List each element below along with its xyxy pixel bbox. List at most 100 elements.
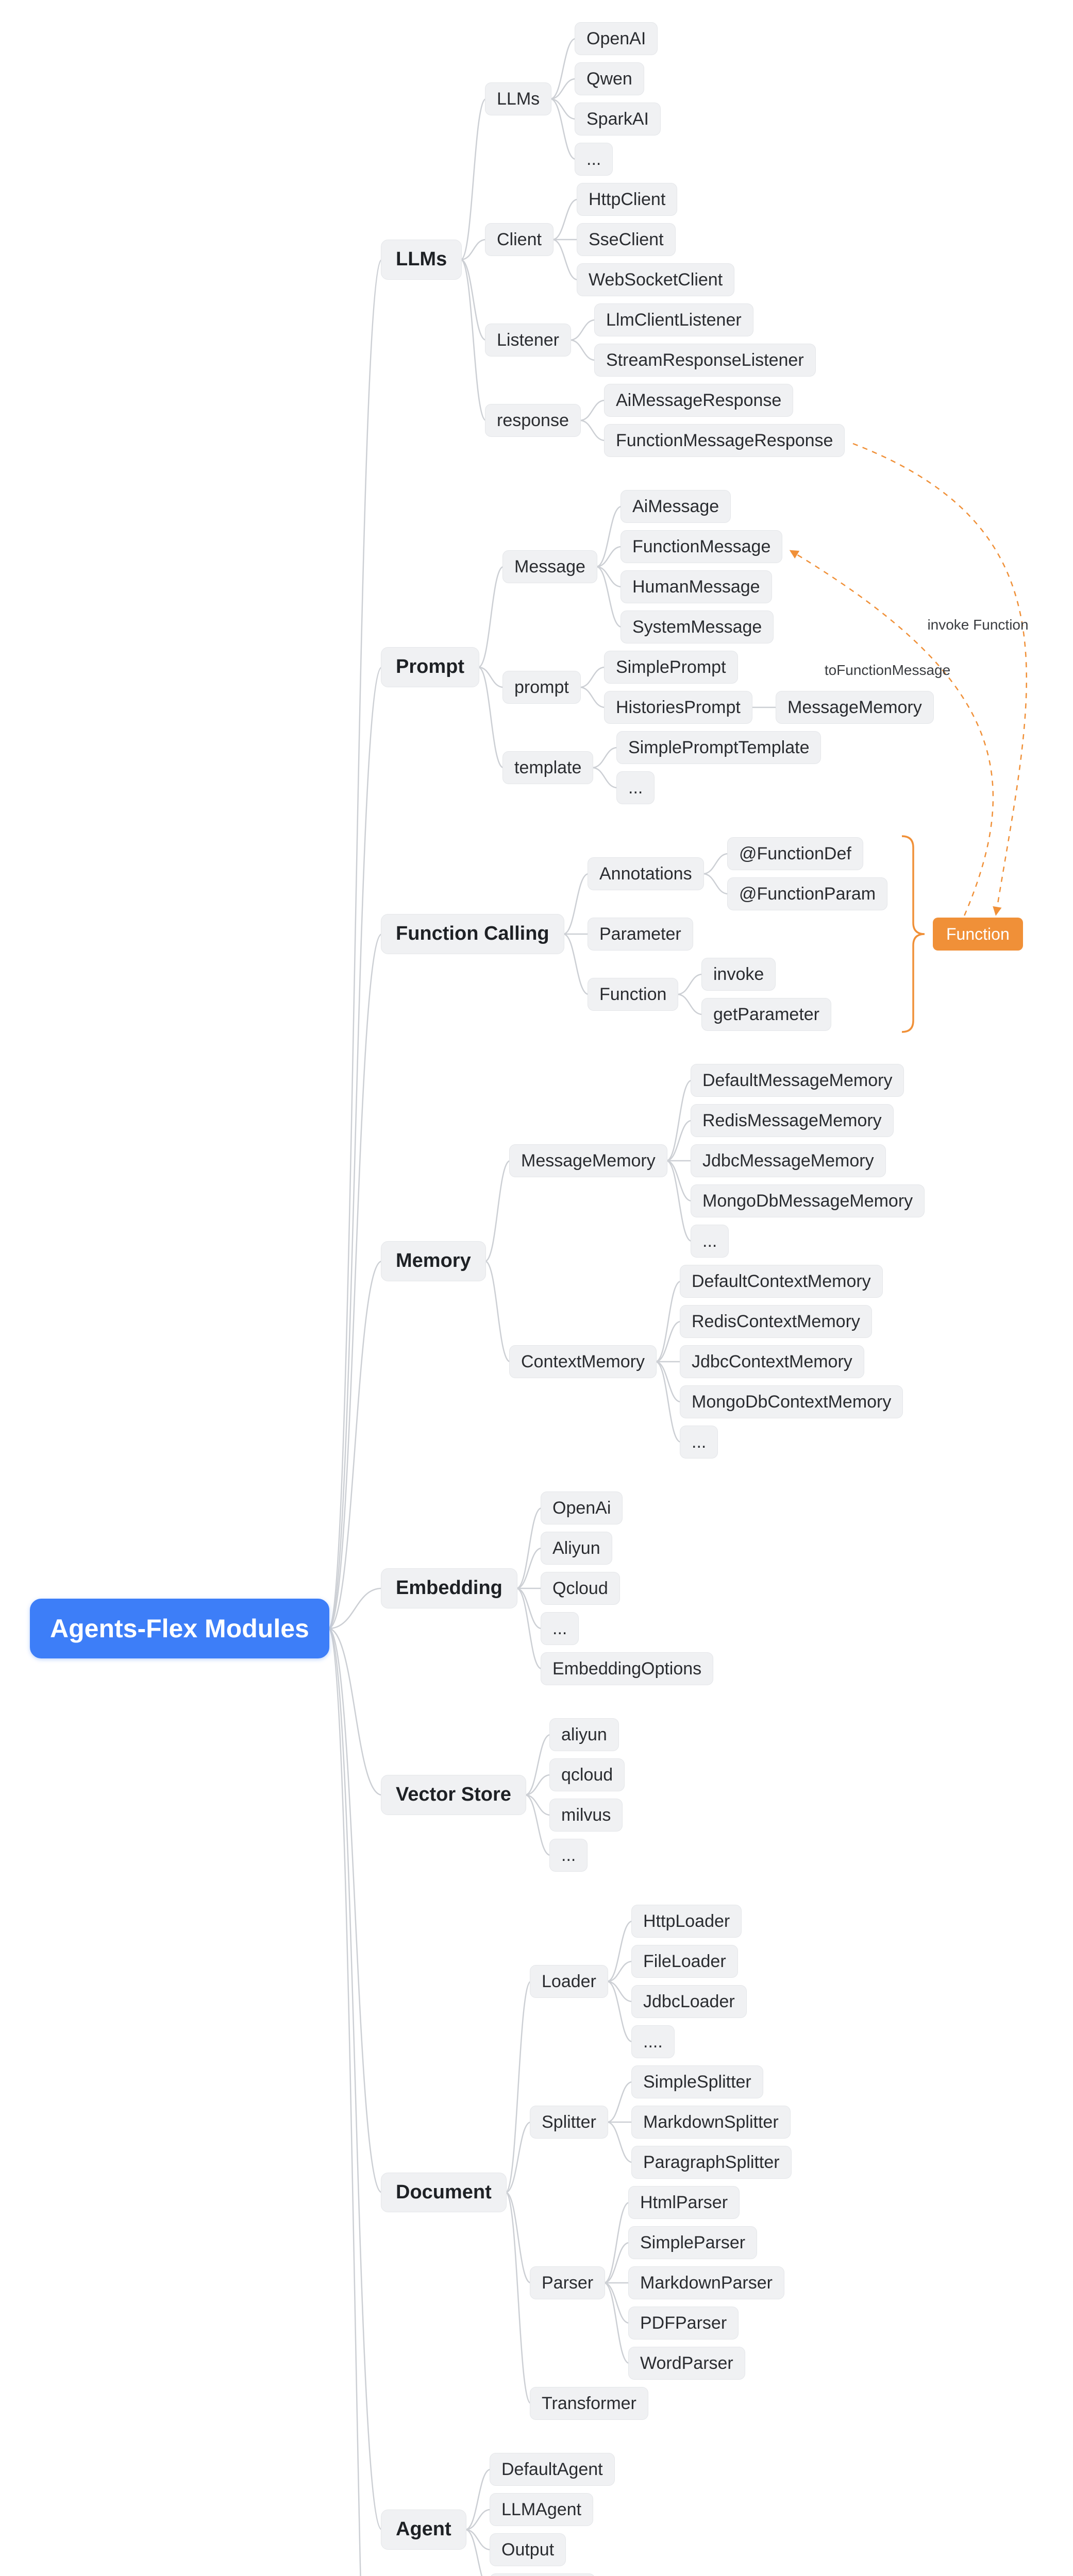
node-getparameter[interactable]: getParameter [701, 997, 831, 1031]
node-streamresponselistener[interactable]: StreamResponseListener [594, 343, 816, 377]
node-listener[interactable]: Listener [485, 323, 571, 357]
node-htmlparser[interactable]: HtmlParser [628, 2185, 740, 2219]
node-functionparam[interactable]: @FunctionParam [727, 877, 888, 910]
node-defaultcontextmemory[interactable]: DefaultContextMemory [680, 1264, 883, 1298]
node-function[interactable]: Function [588, 977, 679, 1011]
node-pdfparser[interactable]: PDFParser [628, 2306, 739, 2340]
node-embedding[interactable]: Embedding [381, 1568, 517, 1608]
node-qcloud[interactable]: qcloud [549, 1758, 625, 1791]
node-contextmemory[interactable]: ContextMemory [509, 1345, 657, 1378]
node-aimessageresponse[interactable]: AiMessageResponse [604, 383, 794, 417]
node-functiondef[interactable]: @FunctionDef [727, 837, 863, 870]
node-wordparser[interactable]: WordParser [628, 2346, 745, 2380]
function-badge-node[interactable]: Function [933, 918, 1023, 951]
tree-edge [552, 239, 578, 281]
node-aliyun[interactable]: aliyun [549, 1718, 619, 1751]
node-message[interactable]: Message [502, 550, 597, 583]
node-annotations[interactable]: Annotations [588, 857, 704, 890]
node-redismessagememory[interactable]: RedisMessageMemory [691, 1104, 894, 1137]
node-response[interactable]: response [485, 403, 581, 437]
node-simpleparser[interactable]: SimpleParser [628, 2226, 758, 2259]
node-embeddingoptions[interactable]: EmbeddingOptions [541, 1652, 714, 1685]
node-ellipsis[interactable]: ... [575, 142, 613, 176]
tree-edge [603, 2242, 630, 2284]
node-aliyun[interactable]: Aliyun [541, 1531, 612, 1565]
node-simpleprompttemplate[interactable]: SimplePromptTemplate [616, 731, 821, 764]
node-simplesplitter[interactable]: SimpleSplitter [631, 2065, 763, 2098]
tree-edge [327, 1628, 361, 2576]
node-markdownparser[interactable]: MarkdownParser [628, 2266, 784, 2299]
node-prompt[interactable]: Prompt [381, 647, 479, 687]
tree-edge [484, 1260, 511, 1363]
node-httpclient[interactable]: HttpClient [577, 182, 678, 216]
tree-edge [596, 546, 622, 568]
node-defaultagent[interactable]: DefaultAgent [490, 2452, 615, 2486]
tree-edge [550, 98, 576, 120]
node-sparkai[interactable]: SparkAI [575, 102, 661, 135]
node-mongodbcontextmemory[interactable]: MongoDbContextMemory [680, 1385, 903, 1418]
node-llms[interactable]: LLMs [381, 240, 462, 280]
node-vector-store[interactable]: Vector Store [381, 1775, 526, 1815]
node-llmclientlistener[interactable]: LlmClientListener [594, 303, 753, 336]
node-messagememory[interactable]: MessageMemory [776, 690, 934, 724]
node-memory[interactable]: Memory [381, 1241, 486, 1281]
node-agent[interactable]: Agent [381, 2510, 466, 2550]
node-parser[interactable]: Parser [530, 2266, 606, 2299]
node-systemmessage[interactable]: SystemMessage [621, 610, 774, 643]
tree-edge [525, 1794, 551, 1856]
node-sseclient[interactable]: SseClient [577, 223, 676, 256]
node-parameter[interactable]: Parameter [588, 917, 693, 951]
node-humanmessage[interactable]: HumanMessage [621, 570, 772, 603]
node-functionmessageresponse[interactable]: FunctionMessageResponse [604, 423, 845, 457]
node-jdbcloader[interactable]: JdbcLoader [631, 1985, 747, 2018]
node-milvus[interactable]: milvus [549, 1798, 623, 1832]
node-qcloud[interactable]: Qcloud [541, 1571, 620, 1605]
tree-edge [579, 419, 606, 442]
node-jdbccontextmemory[interactable]: JdbcContextMemory [680, 1345, 864, 1378]
node-loader[interactable]: Loader [530, 1964, 608, 1998]
tree-edge [569, 319, 596, 341]
node-simpleprompt[interactable]: SimplePrompt [604, 650, 738, 684]
node-llmagent[interactable]: LLMAgent [490, 2493, 593, 2526]
node-httploader[interactable]: HttpLoader [631, 1904, 742, 1938]
node-parameter[interactable]: Parameter [490, 2573, 595, 2576]
node-qwen[interactable]: Qwen [575, 62, 644, 95]
node-splitter[interactable]: Splitter [530, 2105, 608, 2139]
tree-edge [525, 1774, 551, 1796]
node-agents-flex-modules[interactable]: Agents-Flex Modules [30, 1598, 329, 1658]
node-aimessage[interactable]: AiMessage [621, 489, 731, 523]
node-template[interactable]: template [502, 751, 594, 784]
tree-edge [460, 98, 487, 261]
node-jdbcmessagememory[interactable]: JdbcMessageMemory [691, 1144, 886, 1177]
node-markdownsplitter[interactable]: MarkdownSplitter [631, 2105, 791, 2139]
node-ellipsis[interactable]: ... [680, 1425, 718, 1459]
node-fileloader[interactable]: FileLoader [631, 1944, 738, 1978]
node-ellipsis[interactable]: ... [691, 1224, 729, 1258]
node-invoke[interactable]: invoke [701, 957, 776, 991]
node-websocketclient[interactable]: WebSocketClient [577, 263, 735, 296]
node-historiesprompt[interactable]: HistoriesPrompt [604, 690, 752, 724]
tree-edge [327, 666, 383, 1630]
node-output[interactable]: Output [490, 2533, 566, 2566]
node-rediscontextmemory[interactable]: RedisContextMemory [680, 1304, 872, 1338]
node-paragraphsplitter[interactable]: ParagraphSplitter [631, 2145, 792, 2179]
node-ellipsis[interactable]: ... [549, 1838, 588, 1872]
node-ellipsis[interactable]: ... [616, 771, 655, 804]
node-mongodbmessagememory[interactable]: MongoDbMessageMemory [691, 1184, 925, 1217]
node-openai[interactable]: OpenAI [575, 22, 658, 55]
node-document[interactable]: Document [381, 2172, 507, 2212]
node-ellipsis[interactable]: .... [631, 2025, 675, 2058]
node-ellipsis[interactable]: ... [541, 1612, 579, 1645]
node-function-calling[interactable]: Function Calling [381, 914, 564, 954]
node-prompt[interactable]: prompt [502, 670, 581, 704]
node-llms[interactable]: LLMs [485, 82, 552, 115]
tree-edge [563, 933, 589, 995]
node-messagememory[interactable]: MessageMemory [509, 1144, 667, 1177]
node-openai[interactable]: OpenAi [541, 1491, 623, 1524]
node-functionmessage[interactable]: FunctionMessage [621, 530, 783, 563]
node-client[interactable]: Client [485, 223, 554, 256]
node-transformer[interactable]: Transformer [530, 2386, 648, 2420]
node-defaultmessagememory[interactable]: DefaultMessageMemory [691, 1063, 904, 1097]
